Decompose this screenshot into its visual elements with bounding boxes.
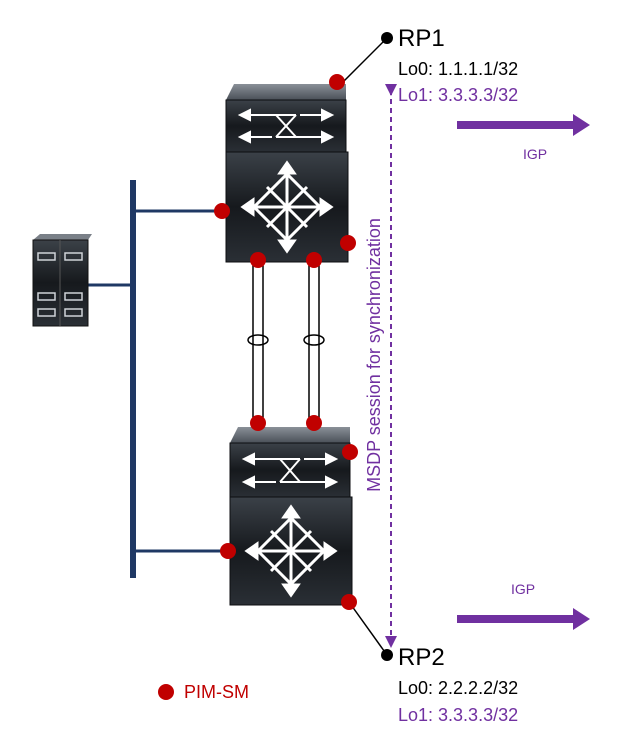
rp1-router-icon (225, 151, 349, 263)
rp2-switch-icon (229, 427, 351, 498)
pim-dot (250, 415, 266, 431)
rp2-lo0: Lo0: 2.2.2.2/32 (398, 678, 518, 698)
rp1-lo0: Lo0: 1.1.1.1/32 (398, 59, 518, 79)
legend-label: PIM-SM (184, 682, 249, 702)
rp2-anchor-dot (381, 649, 393, 661)
rp1-switch-icon (225, 84, 347, 153)
rp2-name: RP2 (398, 644, 445, 671)
server-icon (32, 234, 92, 327)
rp1-lo1: Lo1: 3.3.3.3/32 (398, 85, 518, 105)
rp1-anchor-dot (381, 32, 393, 44)
pim-dot (341, 594, 357, 610)
pim-dot (306, 415, 322, 431)
legend: PIM-SM (158, 682, 249, 702)
pim-dot (340, 235, 356, 251)
rp2-leader-line (348, 601, 388, 656)
interconnect-link-right (303, 262, 325, 422)
lan-bus (130, 180, 136, 578)
pim-dot (214, 203, 230, 219)
pim-dot (250, 252, 266, 268)
igp-label-bottom: IGP (511, 581, 535, 597)
pim-dot (220, 543, 236, 559)
msdp-session-label: MSDP session for synchronization (364, 218, 384, 492)
rp1-leader-line (341, 37, 388, 84)
rp2-router-icon (229, 496, 353, 606)
igp-arrow-top (457, 114, 590, 136)
igp-arrow-bottom (457, 608, 590, 630)
rp2-lo1: Lo1: 3.3.3.3/32 (398, 705, 518, 725)
rp1-name: RP1 (398, 25, 445, 52)
legend-pim-dot (158, 684, 174, 700)
pim-dot (329, 74, 345, 90)
pim-dot (306, 252, 322, 268)
pim-sm-interfaces (214, 74, 358, 610)
interconnect-link-left (247, 262, 269, 422)
pim-dot (342, 444, 358, 460)
igp-label-top: IGP (523, 146, 547, 162)
